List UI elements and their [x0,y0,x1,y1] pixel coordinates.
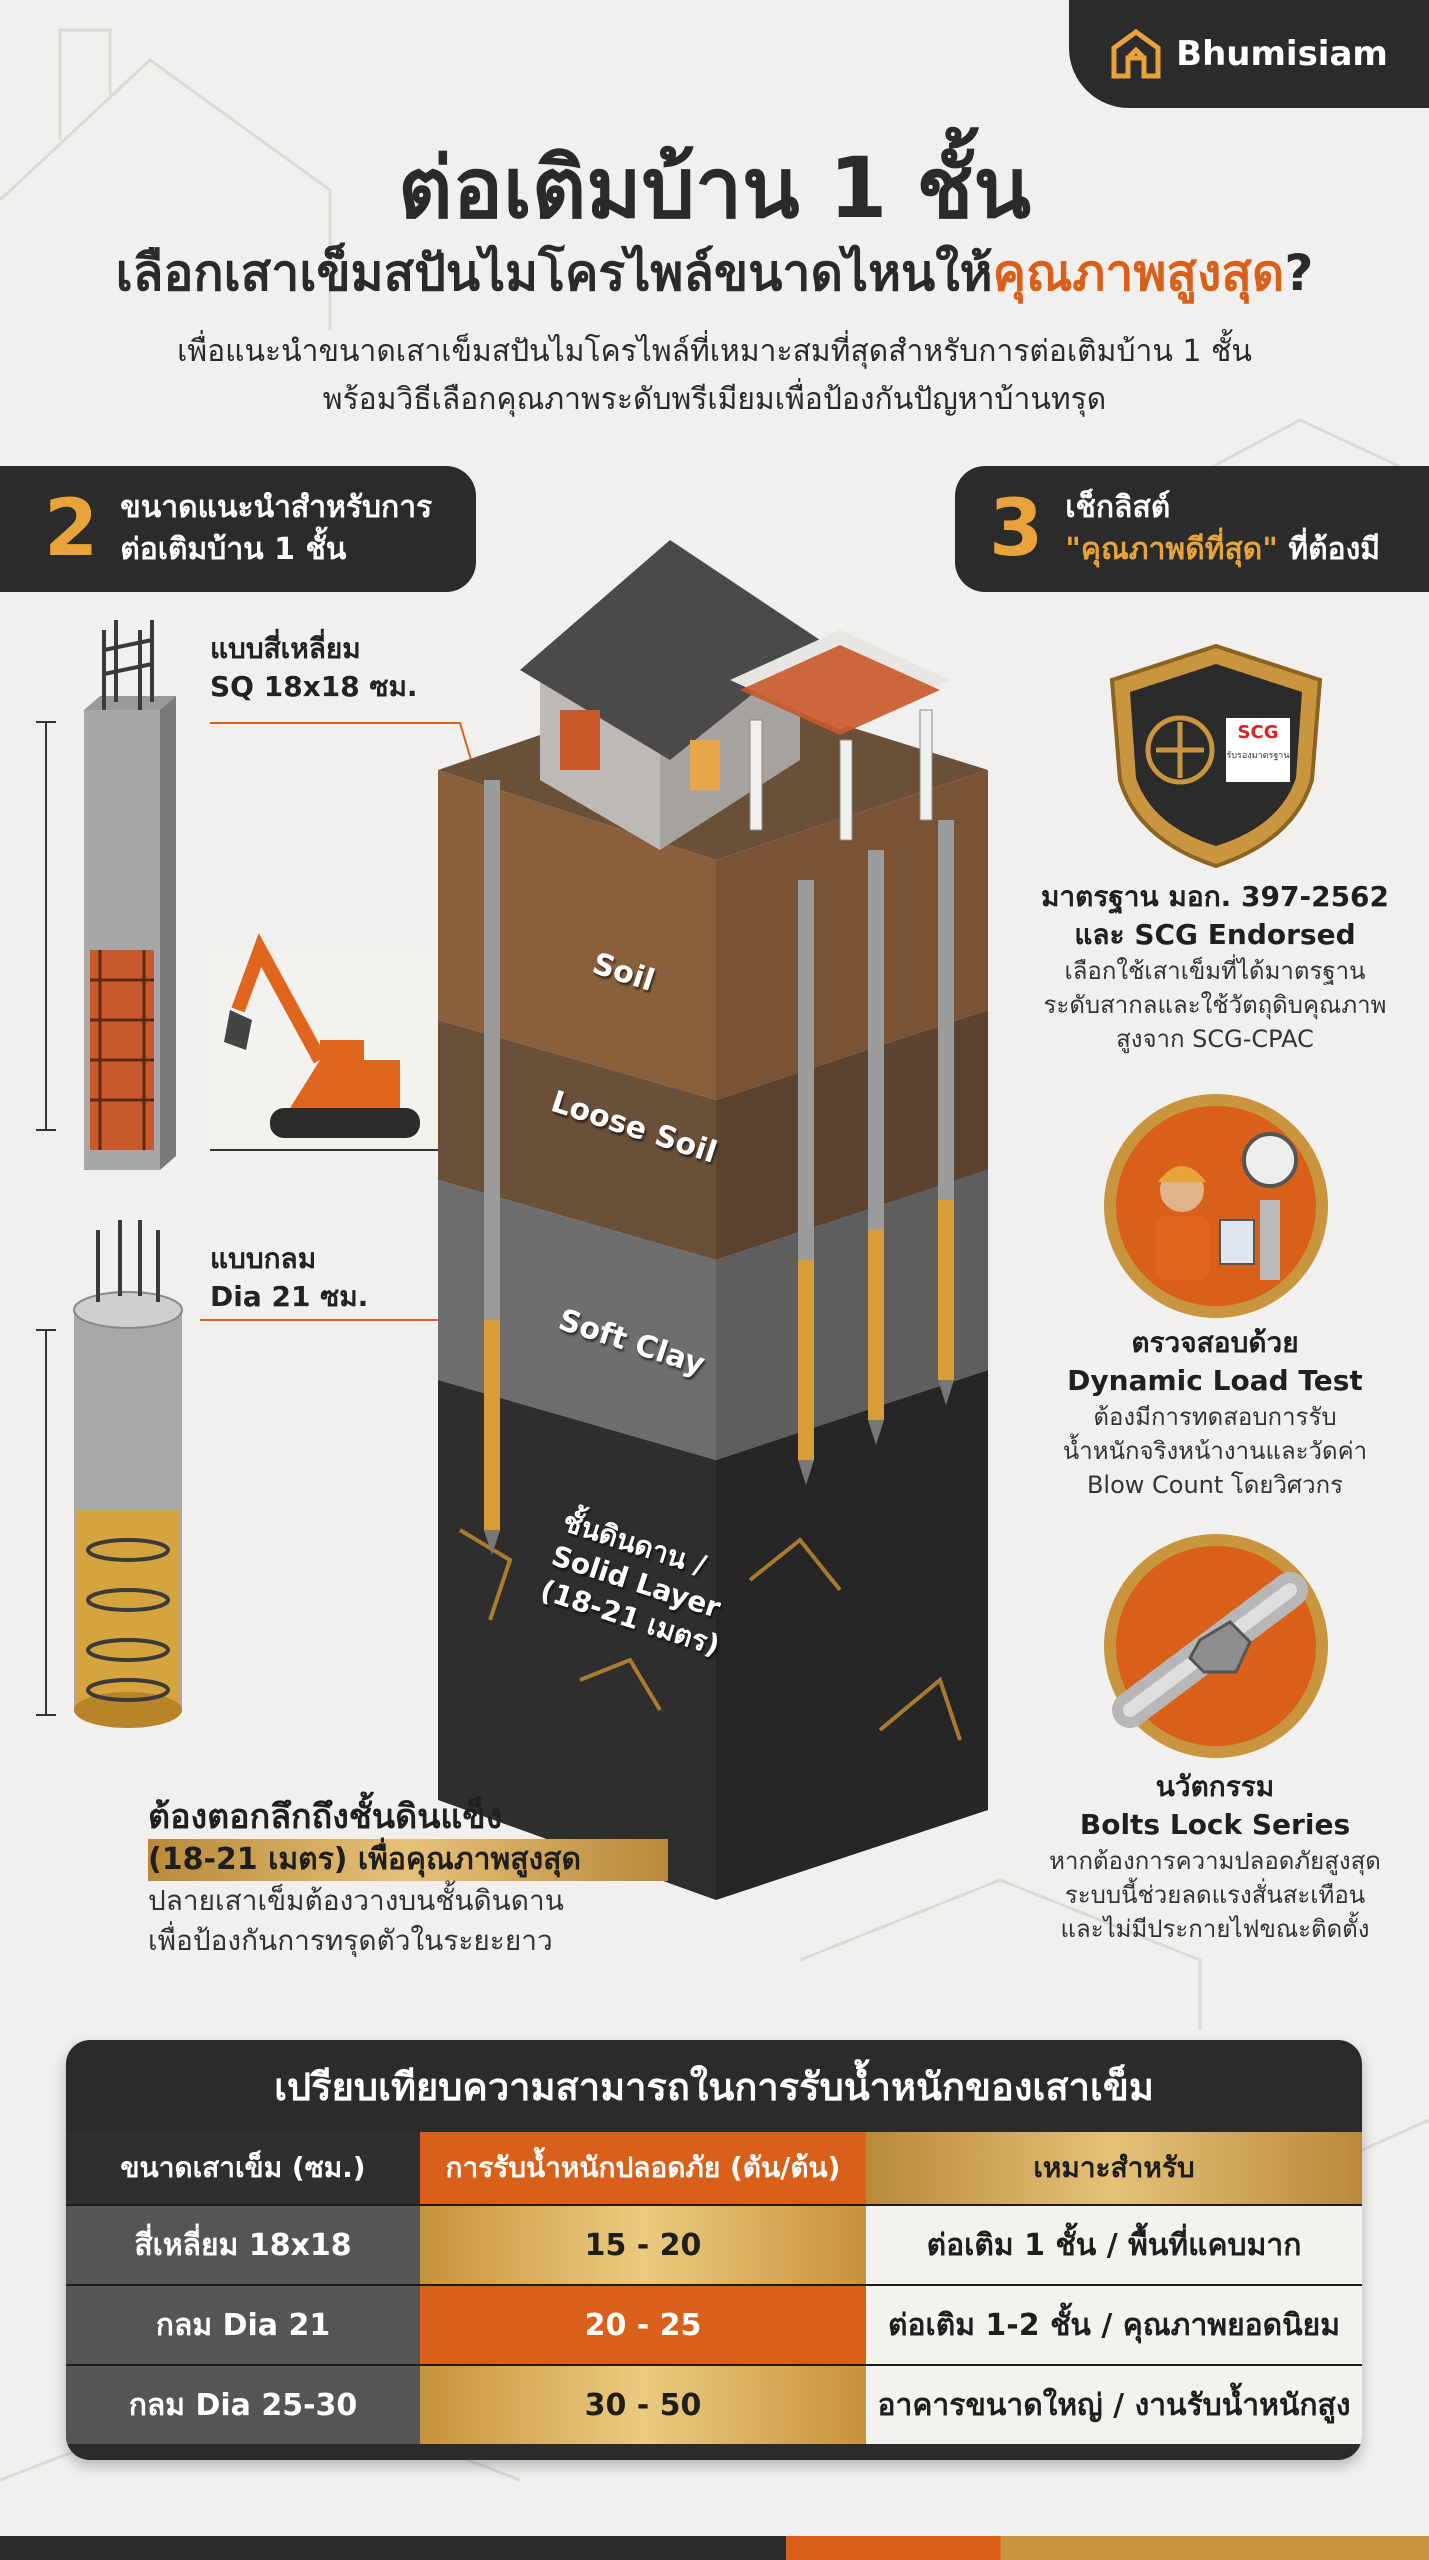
bolt-lock-icon [1104,1534,1328,1758]
checklist-heading-1: นวัตกรรม [1155,1770,1275,1803]
brand-name: Bhumisiam [1176,34,1388,74]
intro-text: เพื่อแนะนำขนาดเสาเข็มสปันไมโครไพล์ที่เหม… [0,328,1429,424]
brand-badge: Bhumisiam [1069,0,1429,108]
leader-line [200,1319,480,1321]
checklist-body-2: ระบบนี้ช่วยลดแรงสั่นสะเทือน [1064,1881,1366,1909]
pile-size: Dia 21 ซม. [210,1280,369,1313]
page-subtitle: เลือกเสาเข็มสปันไมโครไพล์ขนาดไหนให้คุณภา… [0,234,1429,313]
table-header-cell: เหมาะสำหรับ [866,2132,1362,2204]
shield-icon [1109,643,1323,869]
section-label-line-2: ต่อเติมบ้าน 1 ชั้น [120,532,347,567]
table-row: กลม Dia 21 20 - 25 ต่อเติม 1-2 ชั้น / คุ… [66,2284,1362,2364]
table-cell: ต่อเติม 1 ชั้น / พื้นที่แคบมาก [866,2204,1362,2284]
table-cell: ต่อเติม 1-2 ชั้น / คุณภาพยอดนิยม [866,2284,1362,2364]
table-header-cell: ขนาดเสาเข็ม (ซม.) [66,2132,420,2204]
checklist-body-3: Blow Count โดยวิศวกร [1086,1471,1344,1499]
checklist-body-2: น้ำหนักจริงหน้างานและวัดค่า [1062,1437,1368,1465]
checklist-heading-2: Bolts Lock Series [1079,1808,1351,1841]
section-label-rest: ที่ต้องมี [1277,532,1381,567]
bottom-accent-bar [0,2536,1429,2560]
engineer-inspection-icon [1104,1094,1328,1318]
checklist-heading-2: Dynamic Load Test [1067,1364,1363,1397]
table-cell: สี่เหลี่ยม 18x18 [66,2204,420,2284]
depth-note-body-2: เพื่อป้องกันการทรุดตัวในระยะยาว [148,1924,553,1957]
table-cell: 30 - 50 [420,2364,866,2444]
subtitle-end: ? [1284,244,1314,302]
section-recommended-sizes: 2 ขนาดแนะนำสำหรับการ ต่อเติมบ้าน 1 ชั้น [0,466,476,592]
pile-type: แบบกลม [210,1242,317,1275]
table-header-cell: การรับน้ำหนักปลอดภัย (ตัน/ต้น) [420,2132,866,2204]
section-label-line-1: เช็กลิสต์ [1065,490,1171,525]
section-label-quote: "คุณภาพดีที่สุด" [1065,532,1278,567]
intro-line-1: เพื่อแนะนำขนาดเสาเข็มสปันไมโครไพล์ที่เหม… [177,334,1252,369]
round-pile-illustration [36,1220,183,1728]
table-cell: กลม Dia 21 [66,2284,420,2364]
checklist-item-standard: มาตรฐาน มอก. 397-2562 และ SCG Endorsed เ… [1000,878,1429,1056]
subtitle-highlight: คุณภาพสูงสุด [992,244,1285,302]
table-title: เปรียบเทียบความสามารถในการรับน้ำหนักของเ… [274,2064,1154,2109]
round-pile-label: แบบกลม Dia 21 ซม. [210,1240,368,1316]
scg-badge-caption: รับรองมาตรฐาน [1226,751,1290,761]
table-row: กลม Dia 25-30 30 - 50 อาคารขนาดใหญ่ / งา… [66,2364,1362,2444]
checklist-item-bolts-lock: นวัตกรรม Bolts Lock Series หากต้องการควา… [1000,1768,1429,1946]
section-label: ขนาดแนะนำสำหรับการ ต่อเติมบ้าน 1 ชั้น [120,487,432,571]
checklist-item-load-test: ตรวจสอบด้วย Dynamic Load Test ต้องมีการท… [1000,1324,1429,1502]
table-cell: 15 - 20 [420,2204,866,2284]
checklist-body-2: ระดับสากลและใช้วัตถุดิบคุณภาพ [1043,991,1387,1019]
intro-line-2: พร้อมวิธีเลือกคุณภาพระดับพรีเมียมเพื่อป้… [322,382,1107,417]
soil-cross-section-illustration [438,540,988,1900]
table-row: สี่เหลี่ยม 18x18 15 - 20 ต่อเติม 1 ชั้น … [66,2204,1362,2284]
depth-note-heading-2: (18-21 เมตร) เพื่อคุณภาพสูงสุด [148,1839,668,1881]
checklist-body-1: หากต้องการความปลอดภัยสูงสุด [1049,1847,1381,1875]
house-logo-icon [1111,28,1161,79]
section-number: 3 [989,484,1044,574]
depth-requirement-note: ต้องตอกลึกถึงชั้นดินแข็ง (18-21 เมตร) เพ… [148,1795,668,1961]
checklist-body-3: และไม่มีประกายไฟขณะติดตั้ง [1060,1915,1370,1943]
pile-type: แบบสี่เหลี่ยม [210,632,361,665]
square-pile-label: แบบสี่เหลี่ยม SQ 18x18 ซม. [210,630,418,706]
table-cell: กลม Dia 25-30 [66,2364,420,2444]
pile-size: SQ 18x18 ซม. [210,670,418,703]
section-label: เช็กลิสต์ "คุณภาพดีที่สุด" ที่ต้องมี [1065,487,1380,571]
checklist-heading-1: มาตรฐาน มอก. 397-2562 [1040,880,1390,913]
table-header-row: ขนาดเสาเข็ม (ซม.) การรับน้ำหนักปลอดภัย (… [66,2132,1362,2204]
page-title: ต่อเติมบ้าน 1 ชั้น [398,139,1031,237]
table-cell: 20 - 25 [420,2284,866,2364]
comparison-table: เปรียบเทียบความสามารถในการรับน้ำหนักของเ… [66,2040,1362,2460]
checklist-heading-1: ตรวจสอบด้วย [1131,1326,1299,1359]
scg-badge-text: SCG [1237,722,1279,743]
depth-note-body-1: ปลายเสาเข็มต้องวางบนชั้นดินดาน [148,1884,564,1917]
table-cell: อาคารขนาดใหญ่ / งานรับน้ำหนักสูง [866,2364,1362,2444]
section-quality-checklist: 3 เช็กลิสต์ "คุณภาพดีที่สุด" ที่ต้องมี [955,466,1429,592]
checklist-body-1: เลือกใช้เสาเข็มที่ได้มาตรฐาน [1064,957,1366,985]
checklist-body-3: สูงจาก SCG-CPAC [1116,1025,1314,1053]
section-number: 2 [44,484,99,574]
checklist-heading-2: และ SCG Endorsed [1074,918,1356,951]
checklist-body-1: ต้องมีการทดสอบการรับ [1093,1403,1337,1431]
section-label-line-1: ขนาดแนะนำสำหรับการ [120,490,433,525]
depth-note-heading: ต้องตอกลึกถึงชั้นดินแข็ง [148,1797,503,1837]
subtitle-main: เลือกเสาเข็มสปันไมโครไพล์ขนาดไหนให้ [115,244,993,302]
square-pile-illustration [36,620,460,1170]
